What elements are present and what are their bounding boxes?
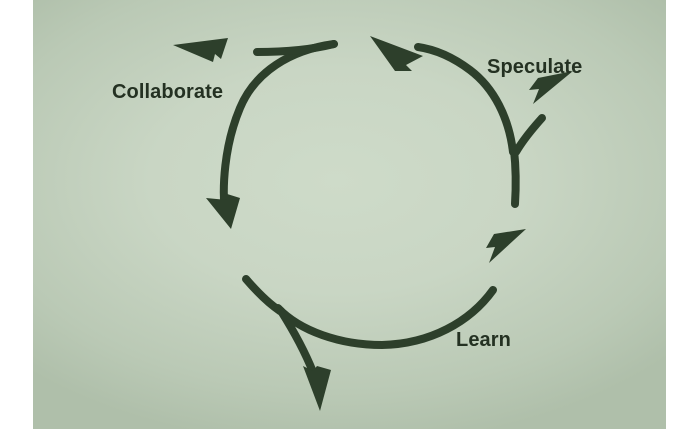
speculate-arc bbox=[414, 43, 517, 156]
cycle-label-speculate: Speculate bbox=[487, 56, 583, 78]
learn-exit-arrowhead bbox=[303, 366, 331, 411]
collaborate-exit-branch bbox=[253, 40, 338, 56]
collaborate-arc bbox=[219, 40, 338, 218]
speculate-branch bbox=[512, 114, 546, 156]
collaborate-exit-arrowhead bbox=[173, 38, 228, 62]
collaborate-cycle-arrowhead bbox=[206, 193, 240, 229]
speculate-stem bbox=[510, 146, 520, 208]
speculate-cycle-arrowhead bbox=[370, 36, 423, 71]
slide-background-panel bbox=[33, 0, 666, 429]
arrowheads-group bbox=[173, 36, 573, 411]
learn-arc bbox=[274, 286, 497, 350]
cycle-label-learn: Learn bbox=[456, 329, 511, 351]
learn-cycle-arrowhead bbox=[486, 229, 526, 263]
cycle-arcs-group bbox=[219, 40, 546, 376]
learn-exit-branch bbox=[277, 307, 317, 376]
cycle-label-collaborate: Collaborate bbox=[112, 81, 224, 103]
speculate-exit-arrowhead bbox=[529, 71, 573, 104]
